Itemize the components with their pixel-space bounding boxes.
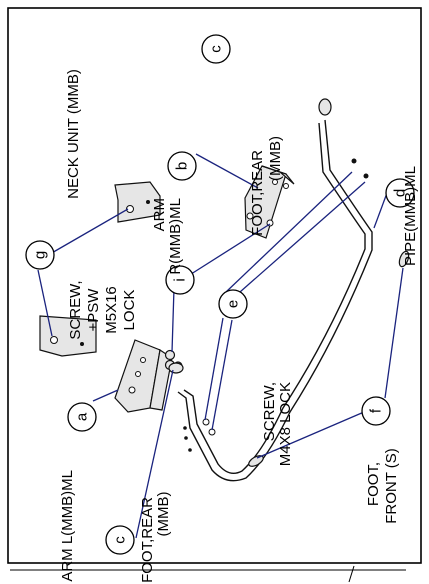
- callout-i: i: [165, 265, 195, 295]
- callout-g: g: [25, 240, 55, 270]
- label-foot-front-line2: FRONT (S): [383, 448, 400, 524]
- page-tick: [348, 565, 355, 583]
- label-arm-r-line2: R(MMB)ML: [167, 198, 184, 275]
- label-screw-i-line2: +PSW: [85, 288, 102, 332]
- svg-text:g: g: [32, 251, 49, 259]
- callout-c-top: c: [201, 34, 231, 64]
- label-foot-rear-top-line1: FOOT,REAR: [249, 150, 266, 236]
- svg-text:a: a: [74, 412, 91, 421]
- callout-c-bottom: c: [105, 525, 135, 555]
- pipe-part: [177, 98, 373, 482]
- label-screw-i-line3: M5X16: [103, 286, 120, 334]
- label-arm-l: ARM L(MMB)ML: [59, 470, 76, 582]
- label-foot-rear-bottom-line1: FOOT,REAR: [139, 497, 156, 583]
- label-screw-i-line1: SCREW,: [67, 280, 84, 339]
- label-foot-rear-bottom-line2: (MMB): [155, 492, 172, 537]
- label-screw-e-line2: M4X8 LOCK: [277, 382, 294, 466]
- callout-d: d: [385, 178, 415, 208]
- label-screw-e-line1: SCREW,: [261, 382, 278, 441]
- screw-i-head: [164, 349, 176, 361]
- svg-text:c: c: [208, 45, 225, 53]
- callout-a: a: [67, 402, 97, 432]
- svg-text:f: f: [368, 408, 385, 413]
- callout-e: e: [218, 289, 248, 319]
- pipe-hole: [351, 158, 357, 164]
- arm-l-part: [114, 339, 184, 413]
- foot-rear-top-cap: [318, 98, 332, 116]
- leader-lines: [37, 153, 404, 539]
- label-arm-r-line1: ARM: [151, 198, 168, 231]
- svg-text:c: c: [112, 536, 129, 544]
- svg-text:e: e: [225, 300, 242, 308]
- arm-r-part: [244, 165, 295, 239]
- label-screw-i-line4: LOCK: [121, 290, 138, 331]
- label-foot-rear-top-line2: (MMB): [267, 136, 284, 181]
- pipe-hole: [363, 173, 369, 179]
- svg-text:i: i: [172, 278, 189, 281]
- svg-text:b: b: [174, 162, 191, 170]
- foot-front-parts: [248, 250, 410, 467]
- label-pipe: PIPE(MMB)ML: [402, 166, 419, 266]
- svg-text:d: d: [392, 189, 409, 197]
- callout-f: f: [361, 396, 391, 426]
- callout-b: b: [167, 151, 197, 181]
- label-neck-unit: NECK UNIT (MMB): [65, 69, 82, 199]
- foot-rear-bottom-cap: [168, 362, 184, 374]
- diagram-frame: [7, 7, 422, 564]
- label-foot-front-line1: FOOT,: [365, 462, 382, 506]
- neck-unit-part: [39, 181, 161, 357]
